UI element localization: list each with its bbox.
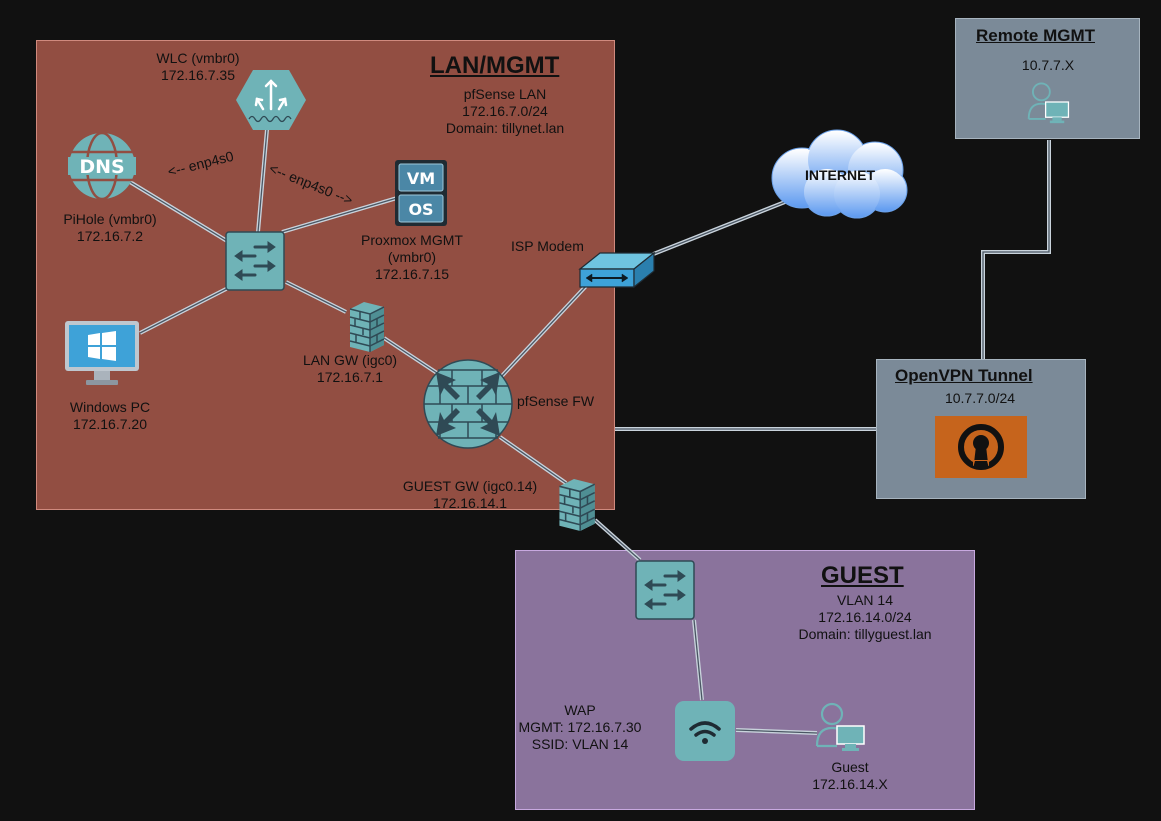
remote-zone-title: Remote MGMT (976, 26, 1095, 45)
wifi-icon (675, 701, 735, 761)
dns-icon: DNS (68, 131, 136, 201)
svg-text:OS: OS (408, 200, 433, 219)
wlc-label: WLC (vmbr0)172.16.7.35 (156, 50, 240, 83)
openvpn-icon (935, 416, 1027, 478)
wireless-controller-icon (236, 70, 306, 130)
remote-mgmt-zone (955, 18, 1140, 139)
guest-zone-title: GUEST (821, 562, 904, 589)
user-pc-icon (1027, 82, 1070, 124)
switch-icon (635, 560, 695, 620)
user-pc-icon (815, 702, 865, 751)
svg-text:DNS: DNS (79, 156, 124, 178)
lan-subnet-info: pfSense LAN 172.16.7.0/24 Domain: tillyn… (445, 86, 565, 136)
isp-modem-label: ISP Modem (511, 238, 584, 254)
remote-subnet: 10.7.7.X (1021, 57, 1075, 73)
windows-pc-icon (65, 321, 139, 385)
firewall-icon (559, 479, 596, 531)
guest-gw-label: GUEST GW (igc0.14)172.16.14.1 (402, 478, 538, 511)
pihole-label: PiHole (vmbr0)172.16.7.2 (63, 211, 157, 244)
firewall-router-icon (423, 359, 513, 449)
lan-gw-label: LAN GW (igc0)172.16.7.1 (302, 352, 398, 385)
vpn-zone-title: OpenVPN Tunnel (895, 366, 1033, 385)
modem-icon (578, 251, 656, 289)
proxmox-label: Proxmox MGMT(vmbr0)172.16.7.15 (361, 232, 463, 282)
lan-mgmt-zone (36, 40, 615, 510)
guest-subnet-info: VLAN 14 172.16.14.0/24 Domain: tillygues… (798, 592, 932, 642)
link-remote-vpn (981, 140, 1051, 359)
guest-zone (515, 550, 975, 810)
pfsense-label: pfSense FW (517, 393, 595, 409)
lan-zone-title: LAN/MGMT (430, 52, 560, 79)
vm-os-icon: VM OS (395, 160, 447, 226)
svg-text:VM: VM (407, 169, 435, 188)
cloud-icon (771, 129, 908, 219)
firewall-icon (349, 302, 385, 352)
vpn-subnet: 10.7.7.0/24 (944, 390, 1016, 406)
internet-label: INTERNET (805, 167, 875, 183)
switch-icon (225, 231, 285, 291)
